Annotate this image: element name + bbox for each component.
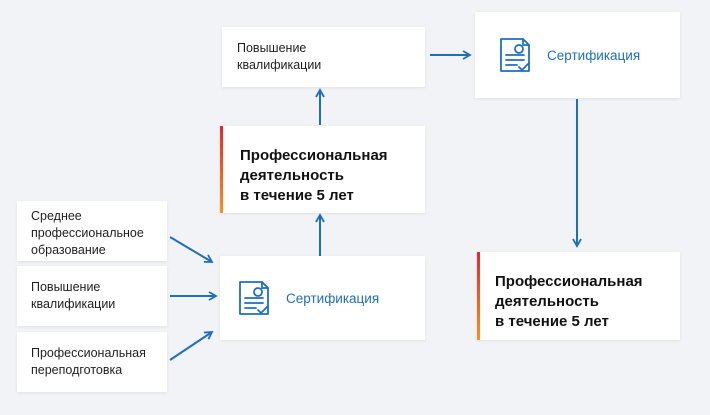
node-middle-professional-activity: Профессиональная деятельность в течение …	[220, 126, 425, 213]
node-right-professional-activity: Профессиональная деятельность в течение …	[477, 252, 680, 340]
node-left-retraining: Профессиональная переподготовка	[17, 332, 167, 392]
accent-bar	[477, 252, 480, 340]
node-middle-professional-activity-label: Профессиональная деятельность в течение …	[240, 147, 388, 204]
arrow-education-to-certification	[169, 236, 214, 263]
node-left-qualification: Повышение квалификации	[17, 266, 167, 326]
node-left-secondary-education: Среднее профессиональное образование	[17, 201, 167, 261]
certificate-document-icon	[497, 35, 535, 75]
node-right-professional-activity-label: Профессиональная деятельность в течение …	[495, 273, 643, 330]
arrow-retraining-to-certification	[169, 330, 214, 361]
node-top-certification-label: Сертификация	[547, 47, 641, 63]
node-center-certification-label: Сертификация	[286, 290, 380, 306]
node-left-qualification-label: Повышение квалификации	[31, 280, 116, 311]
node-top-qualification-label: Повышение квалификации	[237, 41, 322, 72]
node-left-retraining-label: Профессиональная переподготовка	[31, 346, 146, 377]
node-center-certification: Сертификация	[220, 256, 425, 340]
accent-bar	[220, 126, 223, 213]
node-top-certification: Сертификация	[475, 12, 680, 98]
node-left-secondary-education-label: Среднее профессиональное образование	[31, 209, 144, 257]
certificate-document-icon	[236, 278, 274, 318]
node-top-qualification: Повышение квалификации	[222, 27, 425, 87]
